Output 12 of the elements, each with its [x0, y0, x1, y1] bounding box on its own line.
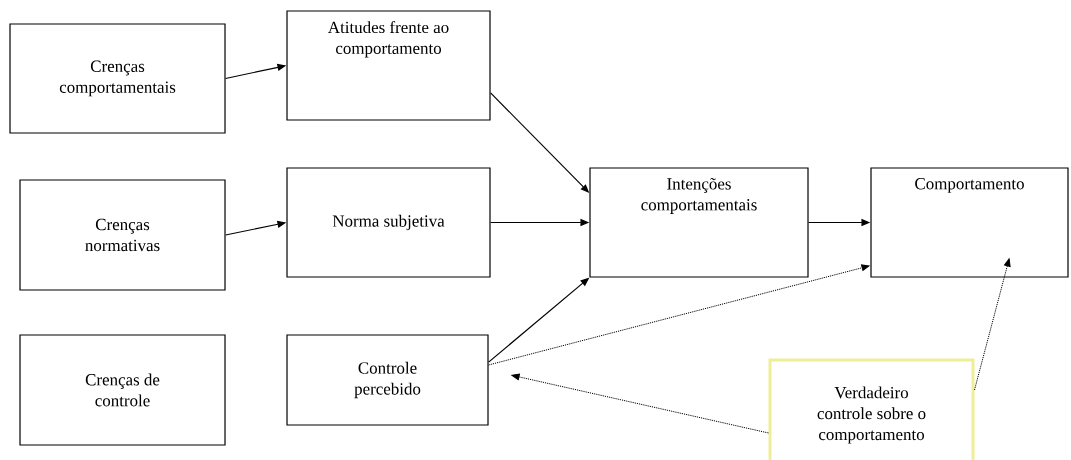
dotted-arrow	[974, 258, 1011, 391]
dotted-arrow	[488, 264, 870, 366]
highlighted-box: Verdadeiro controle sobre o comportamento	[768, 358, 975, 460]
box: Atitudes frente ao comportamento	[286, 10, 491, 121]
box: Crenças normativas	[19, 179, 226, 291]
box: Norma subjetiva	[286, 167, 491, 278]
box: Crenças comportamentais	[9, 23, 226, 134]
dotted-arrow	[511, 373, 769, 434]
box: Intenções comportamentais	[589, 167, 809, 278]
box: Controle percebido	[286, 334, 489, 426]
box: Comportamento	[870, 167, 1069, 278]
box: Crenças de controle	[19, 334, 226, 446]
